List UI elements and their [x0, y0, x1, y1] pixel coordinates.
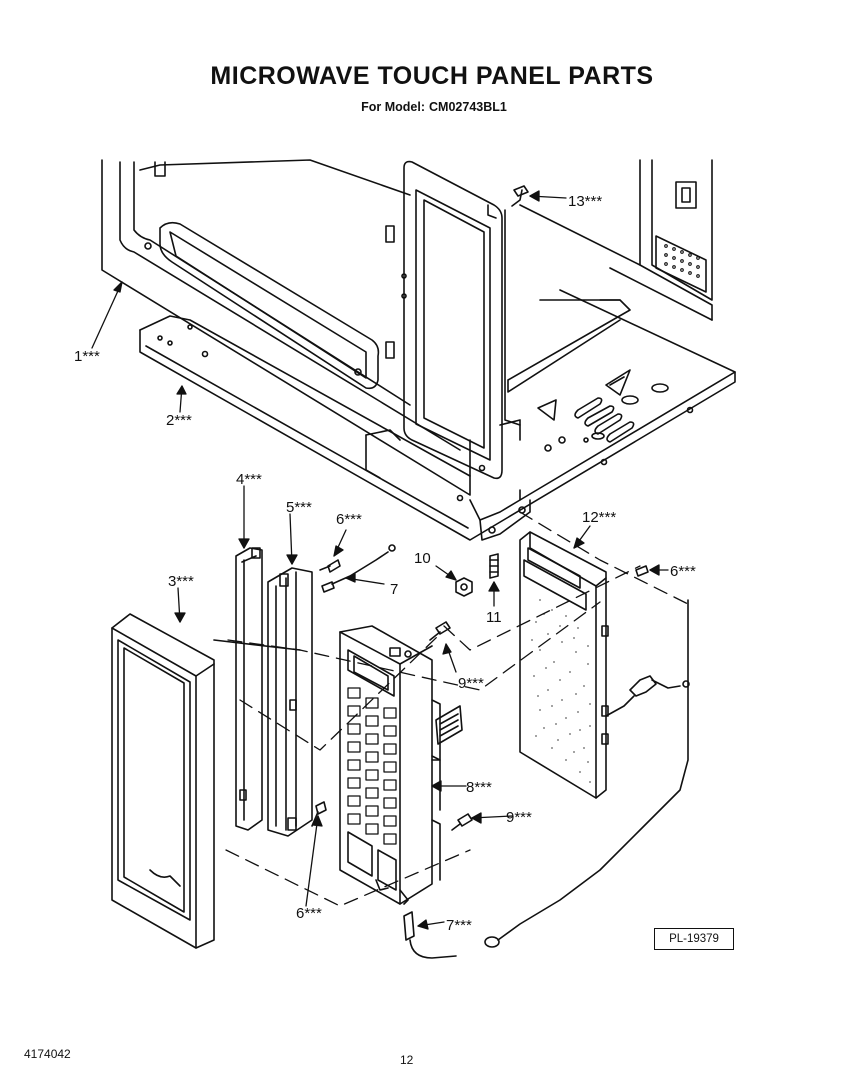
callout-6-upper: 6*** — [336, 511, 362, 528]
callout-7-lower: 7*** — [446, 917, 472, 934]
callout-5: 5*** — [286, 499, 312, 516]
callout-6-right: 6*** — [670, 563, 696, 580]
callout-8: 8*** — [466, 779, 492, 796]
page-number: 12 — [400, 1053, 414, 1067]
base-plate-part-2 — [139, 289, 736, 541]
callout-1: 1*** — [74, 348, 100, 365]
callout-2: 2*** — [166, 412, 192, 429]
callout-9-lower: 9*** — [506, 809, 532, 826]
callout-3: 3*** — [168, 573, 194, 590]
callout-11: 11 — [486, 609, 502, 626]
callout-13: 13*** — [568, 193, 602, 210]
callout-9-upper: 9*** — [458, 675, 484, 692]
document-number: 4174042 — [24, 1047, 71, 1061]
control-board-part-12 — [519, 531, 609, 799]
callout-labels: 1*** 2*** 3*** 4*** 5*** 6*** 7 10 11 9*… — [74, 193, 696, 934]
callout-10: 10 — [414, 550, 431, 567]
cabinet-part-1 — [101, 159, 713, 496]
bracket-part-5 — [267, 567, 313, 837]
plate-id-box: PL-19379 — [654, 928, 734, 950]
callout-leaders — [91, 190, 669, 930]
hardware — [311, 185, 690, 959]
model-subtitle: For Model:CM02743BL1 — [0, 100, 864, 114]
model-prefix: For Model: — [361, 100, 426, 114]
callout-12: 12*** — [582, 509, 616, 526]
callout-4: 4*** — [236, 471, 262, 488]
model-number: CM02743BL1 — [429, 100, 507, 114]
page-title: MICROWAVE TOUCH PANEL PARTS — [210, 62, 654, 90]
front-frame — [403, 160, 503, 480]
trim-strip-part-4 — [235, 547, 263, 831]
assembly-lines — [225, 511, 689, 907]
touch-keypad-part-8 — [339, 625, 463, 905]
callout-7-upper: 7 — [390, 581, 398, 598]
callout-6-lower: 6*** — [296, 905, 322, 922]
control-panel-frame-part-3 — [111, 613, 301, 949]
